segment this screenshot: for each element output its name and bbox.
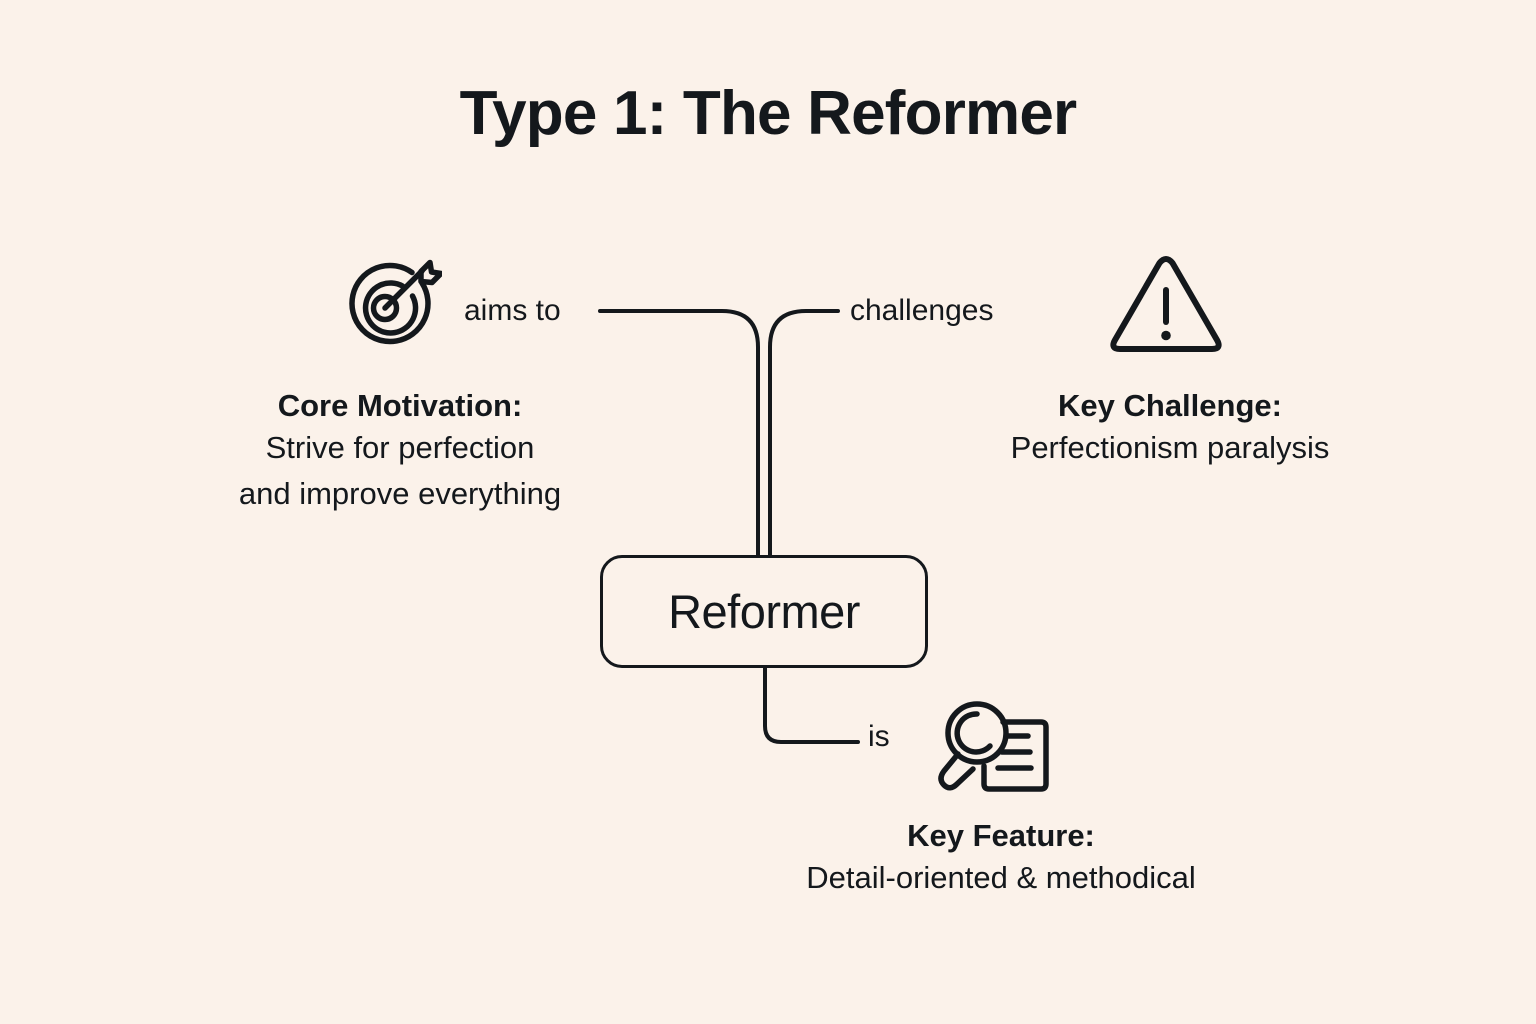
branch-core-motivation: Core Motivation: Strive for perfection a… [155, 388, 645, 518]
connector-is [763, 666, 860, 744]
branch-key-challenge: Key Challenge: Perfectionism paralysis [950, 388, 1390, 471]
branch-heading-core-motivation: Core Motivation: [277, 388, 523, 423]
page-title: Type 1: The Reformer [459, 79, 1078, 148]
central-node-reformer[interactable]: Reformer [600, 555, 928, 668]
edge-label-challenges: challenges [850, 294, 994, 327]
branch-body-line: Strive for perfection [265, 429, 535, 465]
magnifier-document-icon [936, 692, 1054, 800]
target-icon [338, 255, 442, 359]
branch-key-feature: Key Feature: Detail-oriented & methodica… [745, 818, 1257, 901]
branch-body-key-feature: Detail-oriented & methodical [745, 855, 1257, 902]
branch-body-core-motivation: Strive for perfection and improve everyt… [155, 425, 645, 518]
branch-body-key-challenge: Perfectionism paralysis [950, 425, 1390, 472]
warning-triangle-icon [1107, 252, 1225, 360]
branch-heading-key-challenge: Key Challenge: [1058, 388, 1282, 423]
connector-challenges [768, 309, 840, 557]
central-node-label: Reformer [668, 585, 860, 638]
branch-body-line: Perfectionism paralysis [1010, 429, 1330, 465]
branch-heading-key-feature: Key Feature: [907, 818, 1095, 853]
branch-body-line: Detail-oriented & methodical [806, 859, 1196, 895]
edge-label-is: is [868, 720, 890, 753]
edge-label-aims-to: aims to [464, 294, 561, 327]
branch-body-line: and improve everything [238, 476, 562, 512]
